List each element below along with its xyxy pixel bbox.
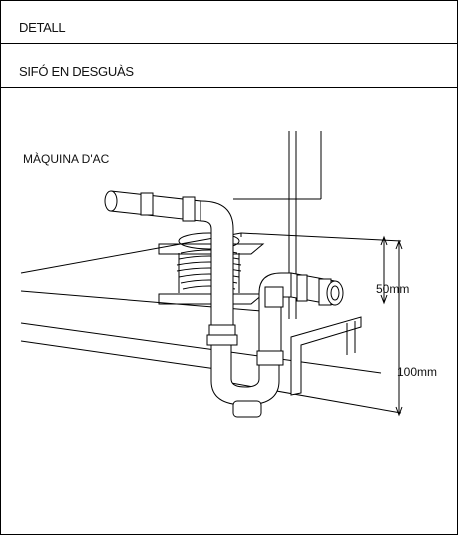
siphon-drawing: MÀQUINA D'AC 50mm 100mm (20, 131, 437, 418)
machine-label: MÀQUINA D'AC (23, 151, 110, 166)
dimension-100mm: 100mm (397, 365, 437, 379)
title-row: DETALL (1, 1, 457, 44)
sheet-title: DETALL (19, 20, 66, 35)
dimension-50mm: 50mm (376, 282, 409, 296)
sheet-subtitle: SIFÓ EN DESGUÀS (19, 64, 134, 79)
subtitle-row: SIFÓ EN DESGUÀS (1, 44, 457, 88)
